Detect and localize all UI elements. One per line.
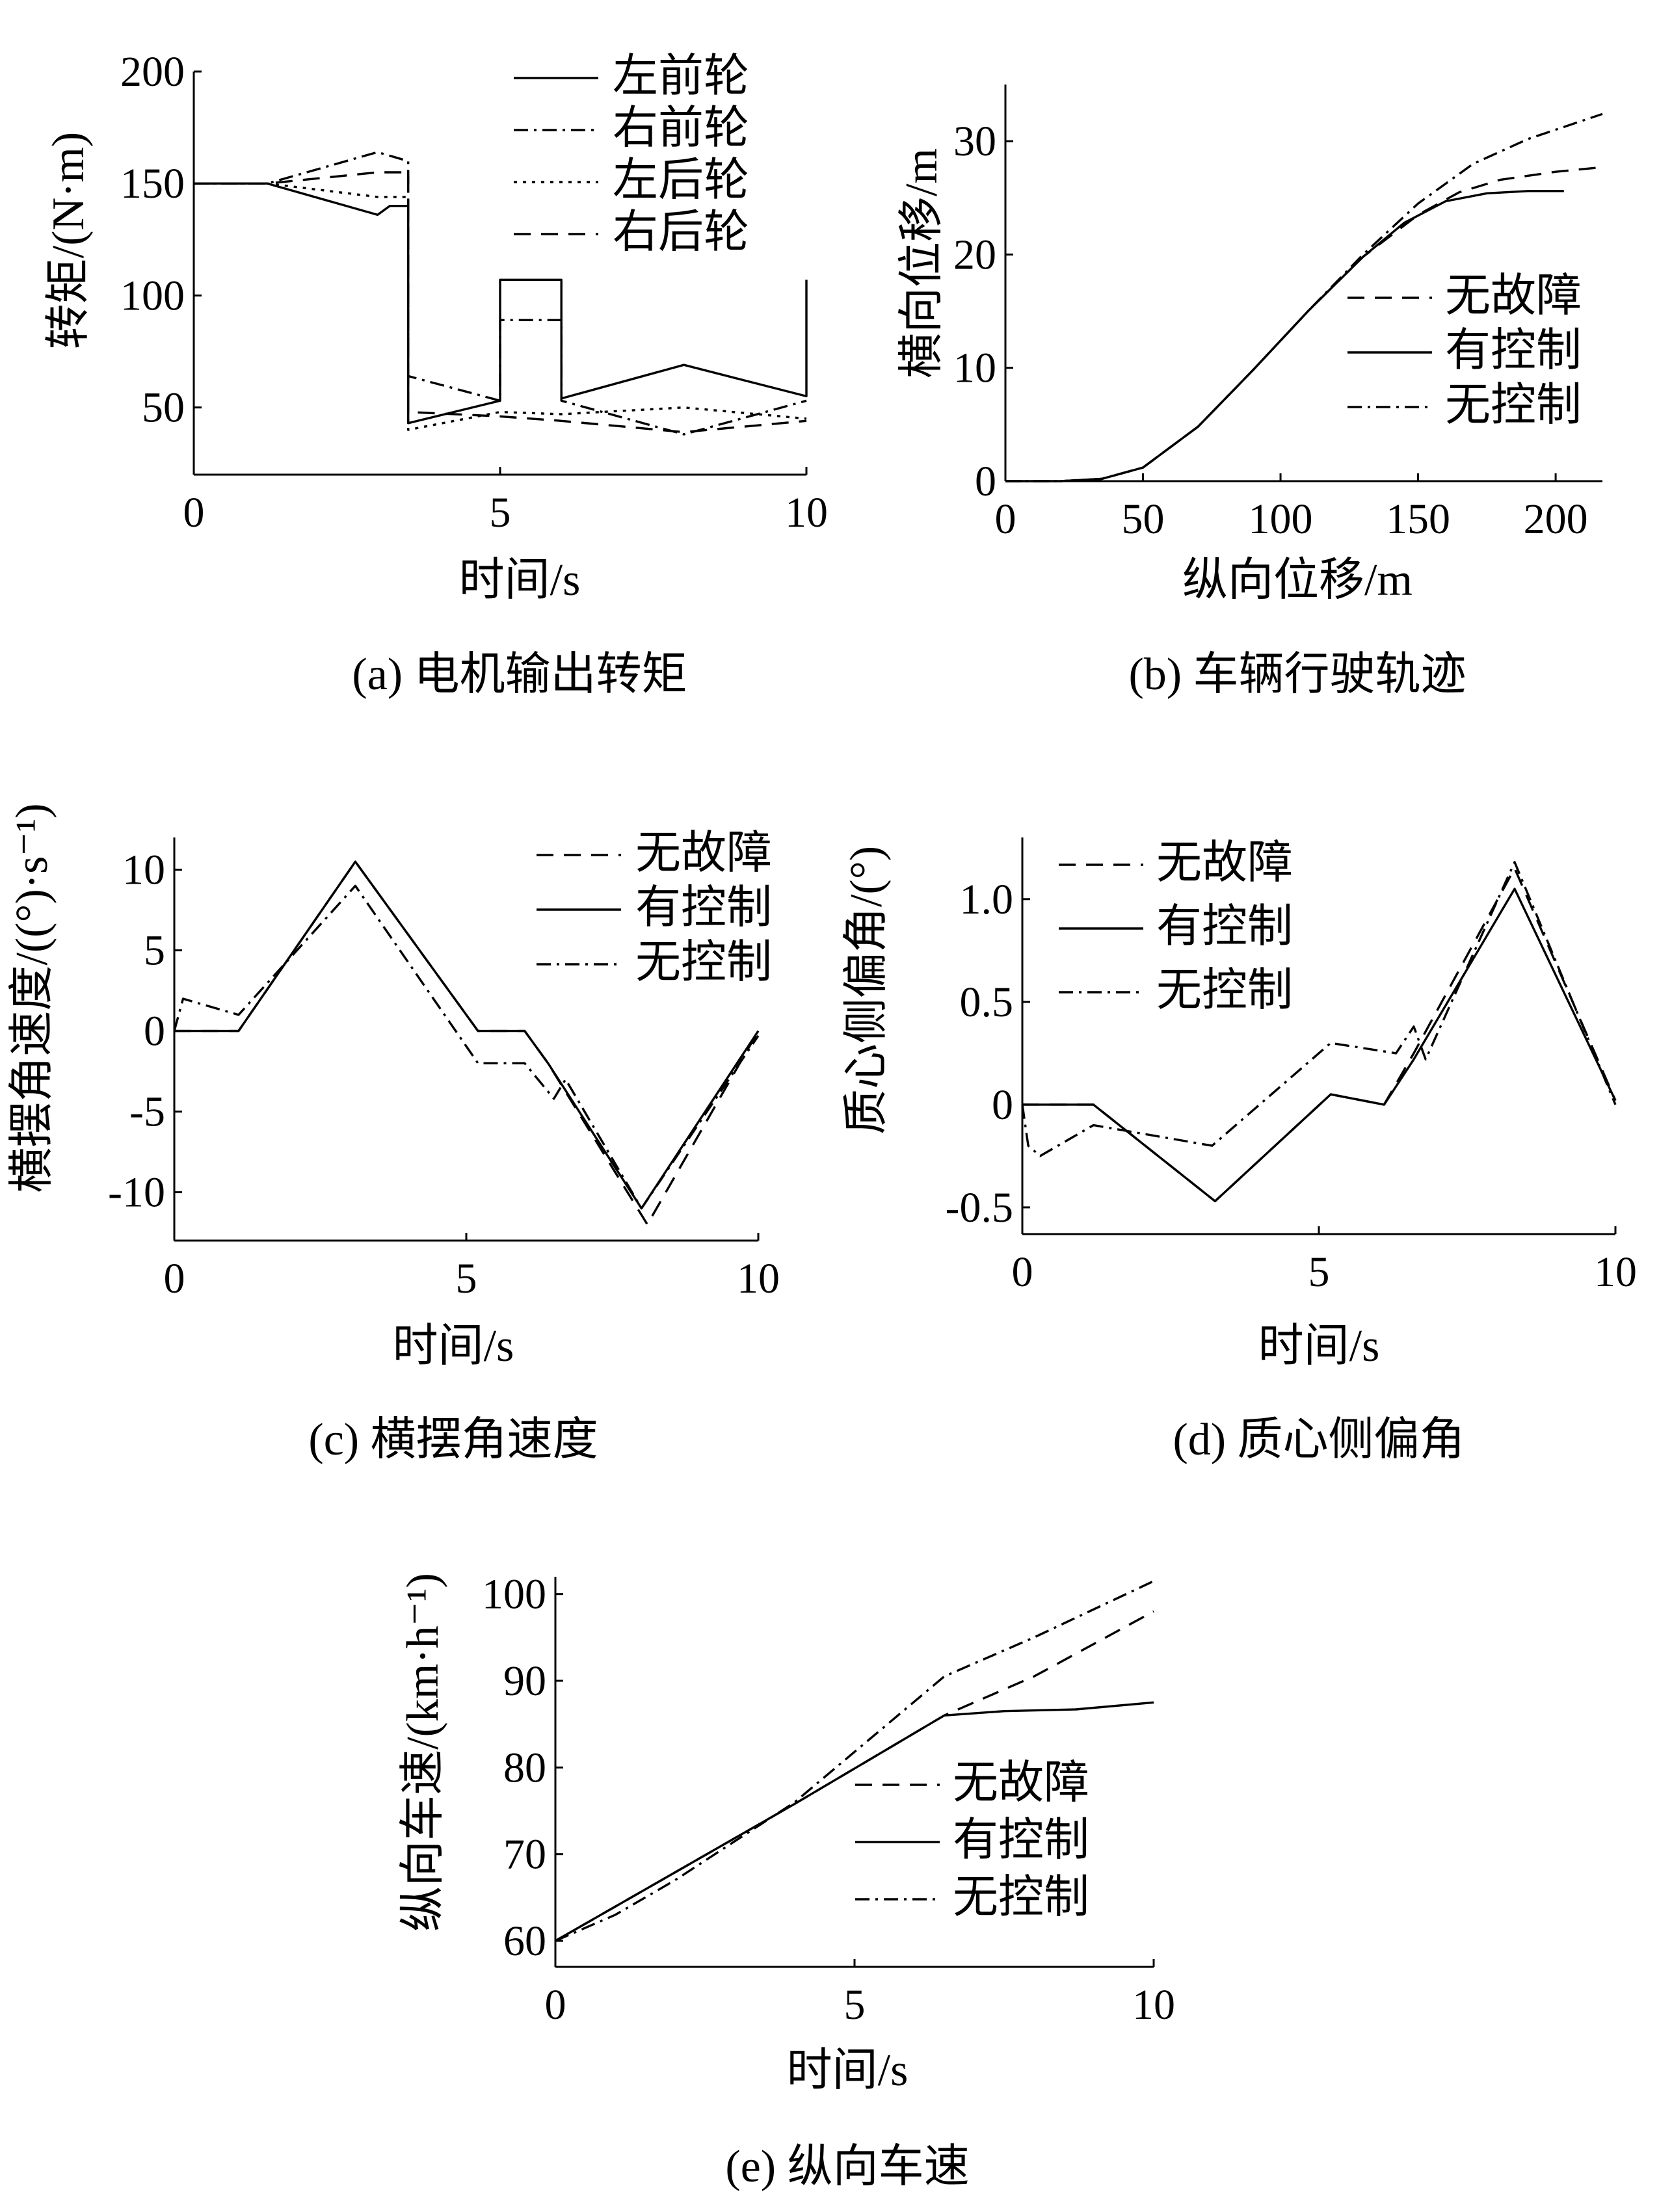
legend-label: 有控制: [635, 883, 772, 933]
x-tick-label: 0: [1012, 1248, 1033, 1296]
series-line-3: [1021, 861, 1617, 1157]
y-tick-label: 0.5: [960, 979, 1014, 1026]
x-axis-label: 纵向位移/m: [1182, 555, 1413, 605]
y-tick-label: 20: [953, 231, 996, 278]
legend-label: 无控制: [953, 1873, 1089, 1923]
x-tick-label: 50: [1122, 495, 1165, 543]
y-tick-label: 10: [953, 345, 996, 392]
series-line-2: [174, 860, 760, 1210]
legend-label: 无控制: [1156, 966, 1293, 1016]
y-tick-label: 0: [144, 1008, 165, 1055]
x-tick-label: 10: [1132, 1981, 1175, 2029]
x-tick-label: 5: [490, 489, 511, 536]
legend-label: 无控制: [635, 938, 772, 988]
y-tick-label: 150: [120, 160, 185, 207]
y-tick-label: 200: [120, 48, 185, 96]
legend-label: 右后轮: [613, 207, 749, 257]
y-tick-label: -10: [108, 1169, 165, 1217]
y-axis-label: 横摆角速度/((°)·s⁻¹): [7, 803, 57, 1192]
y-axis-label: 横向位移/m: [897, 148, 947, 378]
y-axis-label: 纵向车速/(km·h⁻¹): [398, 1573, 448, 1932]
y-tick-label: 90: [503, 1657, 546, 1705]
y-tick-label: -0.5: [946, 1184, 1013, 1231]
legend-label: 右前轮: [613, 103, 749, 153]
legend-label: 有控制: [1445, 326, 1582, 376]
legend-label: 无故障: [1156, 838, 1293, 888]
y-tick-label: -5: [129, 1088, 165, 1136]
legend-label: 左后轮: [613, 155, 749, 205]
x-axis-label: 时间/s: [393, 1321, 514, 1371]
x-tick-label: 0: [183, 489, 205, 536]
series-line-3: [1005, 112, 1603, 482]
y-tick-label: 1.0: [960, 876, 1014, 923]
y-tick-label: 100: [120, 272, 185, 319]
series-line-1: [194, 182, 808, 425]
series-line-4: [194, 171, 807, 434]
legend-label: 无控制: [1445, 380, 1582, 430]
legend-label: 左前轮: [613, 51, 749, 101]
legend-label: 有控制: [1156, 902, 1293, 952]
chart-caption: (e) 纵向车速: [725, 2142, 969, 2192]
series-line-1: [1022, 867, 1617, 1203]
chart-caption: (c) 横摆角速度: [308, 1415, 598, 1465]
series-line-3: [173, 884, 760, 1210]
y-tick-label: 50: [142, 384, 185, 432]
series-line-2: [555, 1701, 1154, 1942]
series-line-2: [194, 151, 807, 436]
x-tick-label: 10: [737, 1255, 780, 1302]
x-tick-label: 5: [844, 1981, 866, 2029]
legend-label: 无故障: [953, 1758, 1089, 1808]
x-axis-label: 时间/s: [1258, 1321, 1380, 1371]
series-line-2: [1022, 888, 1617, 1203]
x-tick-label: 10: [785, 489, 828, 536]
y-axis-label: 转矩/(N·m): [44, 132, 94, 349]
y-axis-label: 质心侧偏角/(°): [842, 846, 892, 1135]
x-tick-label: 0: [545, 1981, 566, 2029]
y-tick-label: 0: [975, 458, 996, 505]
series-line-3: [194, 182, 807, 431]
legend-label: 有控制: [953, 1815, 1089, 1865]
series-line-3: [555, 1580, 1154, 1942]
chart-caption: (a) 电机输出转矩: [352, 650, 687, 700]
chart-caption: (d) 质心侧偏角: [1173, 1415, 1465, 1465]
chart-caption: (b) 车辆行驶轨迹: [1128, 650, 1466, 700]
y-tick-label: 10: [122, 847, 165, 894]
x-tick-label: 5: [456, 1255, 477, 1302]
series-line-1: [1005, 166, 1603, 482]
x-tick-label: 0: [164, 1255, 185, 1302]
y-tick-label: 100: [482, 1571, 546, 1618]
y-tick-label: 60: [503, 1917, 546, 1965]
x-tick-label: 10: [1594, 1248, 1637, 1296]
legend-label: 无故障: [1445, 271, 1582, 321]
x-axis-label: 时间/s: [787, 2046, 909, 2096]
y-tick-label: 30: [953, 118, 996, 165]
x-tick-label: 5: [1308, 1248, 1330, 1296]
legend-label: 无故障: [635, 828, 772, 878]
x-tick-label: 150: [1386, 495, 1450, 543]
y-tick-label: 5: [144, 927, 165, 975]
x-tick-label: 100: [1249, 495, 1313, 543]
x-tick-label: 0: [995, 495, 1016, 543]
x-axis-label: 时间/s: [459, 555, 581, 605]
x-tick-label: 200: [1524, 495, 1588, 543]
y-tick-label: 80: [503, 1744, 546, 1791]
y-tick-label: 0: [992, 1081, 1013, 1129]
y-tick-label: 70: [503, 1831, 546, 1878]
